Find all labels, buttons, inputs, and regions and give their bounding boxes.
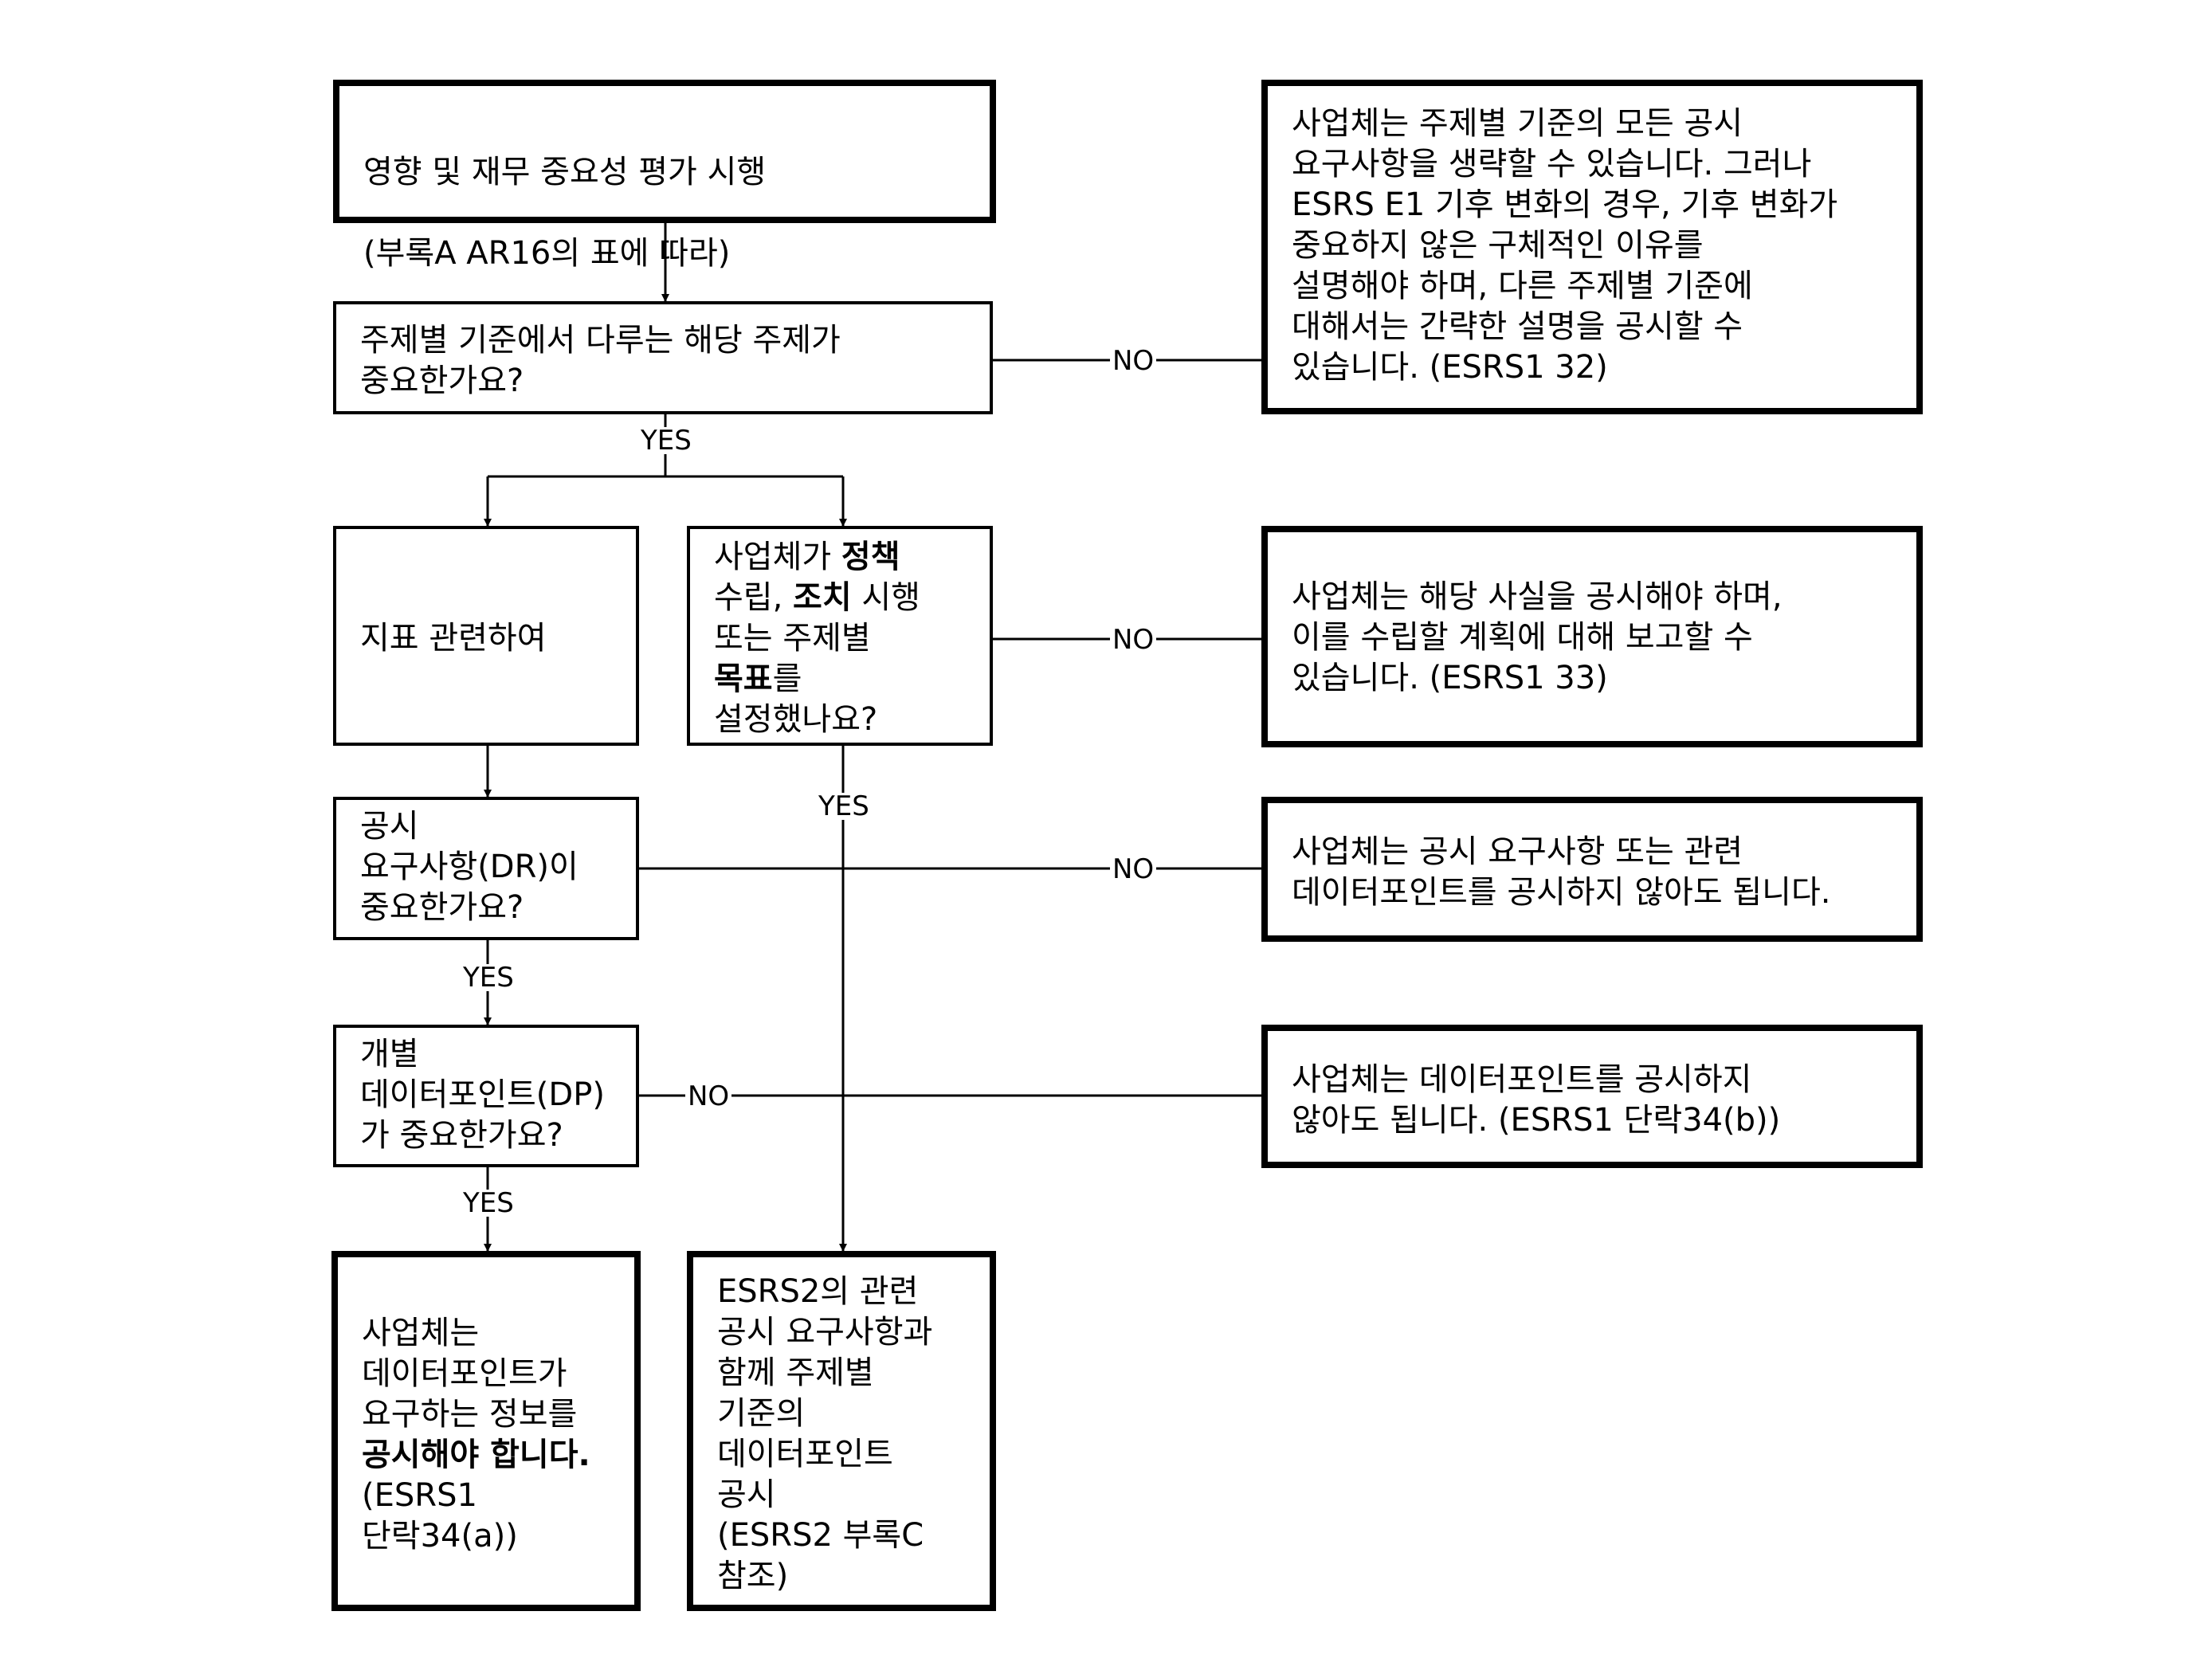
dp-yes-part1: 사업체는 데이터포인트가 요구하는 정보를	[362, 1315, 578, 1433]
label-dr-no: NO	[1110, 856, 1157, 883]
policy-q-part2: 수립,	[714, 579, 783, 616]
dr-no-text: 사업체는 공시 요구사항 또는 관련 데이터포인트를 공시하지 않아도 됩니다.	[1292, 833, 1831, 911]
topic-question-text: 주제별 기준에서 다루는 해당 주제가 중요한가요?	[360, 322, 841, 399]
topic-not-material-text: 사업체는 주제별 기준의 모든 공시 요구사항을 생략할 수 있습니다. 그러나…	[1292, 105, 1838, 386]
dr-no-box: 사업체는 공시 요구사항 또는 관련 데이터포인트를 공시하지 않아도 됩니다.	[1261, 797, 1923, 942]
policy-q-bold-policy: 정책	[841, 539, 900, 575]
policy-q-bold-action: 조치	[793, 579, 852, 616]
label-policy-no: NO	[1110, 626, 1157, 653]
esrs2-box: ESRS2의 관련 공시 요구사항과 함께 주제별 기준의 데이터포인트 공시 …	[687, 1251, 996, 1611]
dp-question-text: 개별 데이터포인트(DP) 가 중요한가요?	[360, 1036, 605, 1154]
dp-no-text: 사업체는 데이터포인트를 공시하지 않아도 됩니다. (ESRS1 단락34(b…	[1292, 1061, 1781, 1139]
label-dp-no: NO	[685, 1083, 732, 1110]
dr-question-text: 공시 요구사항(DR)이 중요한가요?	[360, 808, 578, 926]
dp-yes-part2: (ESRS1 단락34(a))	[362, 1477, 518, 1555]
policy-q-part3: 시행 또는 주제별	[714, 579, 920, 657]
label-dp-yes: YES	[461, 1190, 516, 1217]
dp-no-box: 사업체는 데이터포인트를 공시하지 않아도 됩니다. (ESRS1 단락34(b…	[1261, 1025, 1923, 1168]
assess-line2: (부록A AR16의 표에 따라)	[363, 235, 731, 272]
esrs2-text: ESRS2의 관련 공시 요구사항과 함께 주제별 기준의 데이터포인트 공시 …	[717, 1273, 933, 1594]
assess-line1: 영향 및 재무 중요성 평가 시행	[363, 154, 767, 190]
topic-not-material-box: 사업체는 주제별 기준의 모든 공시 요구사항을 생략할 수 있습니다. 그러나…	[1261, 80, 1923, 414]
policy-q-part4: 를 설정했나요?	[714, 661, 878, 738]
label-topic-no: NO	[1110, 347, 1157, 374]
policy-no-text: 사업체는 해당 사실을 공시해야 하며, 이를 수립할 계획에 대해 보고할 수…	[1292, 578, 1783, 696]
policy-no-box: 사업체는 해당 사실을 공시해야 하며, 이를 수립할 계획에 대해 보고할 수…	[1261, 526, 1923, 747]
policy-q-part1: 사업체가	[714, 539, 841, 575]
assess-box: 영향 및 재무 중요성 평가 시행 (부록A AR16의 표에 따라)	[333, 80, 996, 272]
metrics-text: 지표 관련하여	[360, 620, 547, 657]
dp-yes-bold: 공시해야 합니다.	[362, 1437, 590, 1473]
label-policy-yes: YES	[816, 793, 872, 820]
dr-material-question: 공시 요구사항(DR)이 중요한가요?	[333, 797, 639, 940]
label-topic-yes: YES	[638, 427, 694, 454]
dp-material-question: 개별 데이터포인트(DP) 가 중요한가요?	[333, 1025, 639, 1167]
topic-material-question: 주제별 기준에서 다루는 해당 주제가 중요한가요?	[333, 301, 993, 414]
policy-question: 사업체가 정책 수립, 조치 시행 또는 주제별 목표를 설정했나요?	[687, 526, 993, 746]
dp-yes-box: 사업체는 데이터포인트가 요구하는 정보를 공시해야 합니다. (ESRS1 단…	[331, 1251, 641, 1611]
dp-yes-text: 사업체는 데이터포인트가 요구하는 정보를 공시해야 합니다. (ESRS1 단…	[362, 1313, 620, 1557]
policy-q-bold-target: 목표	[714, 661, 773, 697]
policy-question-text: 사업체가 정책 수립, 조치 시행 또는 주제별 목표를 설정했나요?	[714, 537, 975, 740]
label-dr-yes: YES	[461, 964, 516, 991]
metrics-box: 지표 관련하여	[333, 526, 639, 746]
